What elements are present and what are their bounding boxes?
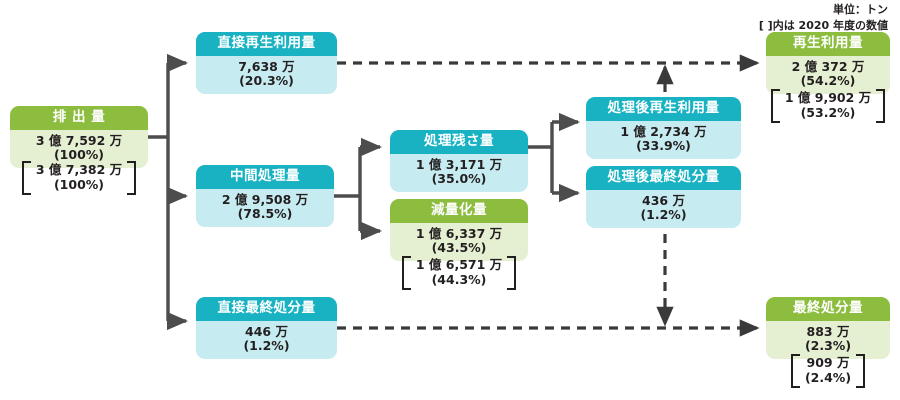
bracket-reduction-prev: 1 億 6,571 万 (44.3%)	[390, 255, 528, 291]
node-direct-recycle-value: 7,638 万	[238, 58, 295, 74]
node-total-recycle-body: 2 億 372 万 (54.2%)	[766, 55, 890, 94]
bracket-total-recycle-prev-percent: (53.2%)	[800, 104, 856, 120]
node-total-final[interactable]: 最終処分量 883 万 (2.3%)	[766, 297, 890, 359]
node-total-final-body: 883 万 (2.3%)	[766, 320, 890, 359]
node-post-final-body: 436 万 (1.2%)	[586, 189, 741, 228]
node-direct-recycle-percent: (20.3%)	[239, 73, 294, 89]
node-reduction-percent: (43.5%)	[431, 240, 487, 256]
node-intermediate-body: 2 億 9,508 万 (78.5%)	[196, 188, 334, 227]
bracket-emission-prev-value: 3 億 7,382 万	[35, 162, 123, 177]
legend-note: [ ]内は 2020 年度の数値	[758, 18, 888, 32]
bracket-total-final-prev-value: 909 万	[806, 355, 850, 370]
node-direct-recycle-body: 7,638 万 (20.3%)	[196, 55, 337, 94]
bracket-total-recycle-prev: 1 億 9,902 万 (53.2%)	[756, 88, 900, 124]
node-intermediate-percent: (78.5%)	[237, 206, 293, 222]
node-emission-title: 排 出 量	[10, 106, 148, 130]
node-reduction[interactable]: 減量化量 1 億 6,337 万 (43.5%)	[390, 199, 528, 261]
legend-unit: 単位：トン	[833, 3, 888, 16]
node-direct-recycle[interactable]: 直接再生利用量 7,638 万 (20.3%)	[196, 32, 337, 94]
node-intermediate-title: 中間処理量	[196, 165, 334, 189]
node-post-recycle-title: 処理後再生利用量	[586, 97, 741, 121]
node-direct-final-value: 446 万	[245, 323, 288, 339]
node-total-final-value: 883 万	[806, 323, 850, 339]
node-emission[interactable]: 排 出 量 3 億 7,592 万 (100%)	[10, 106, 148, 168]
node-residue-title: 処理残さ量	[390, 130, 528, 154]
node-direct-final-title: 直接最終処分量	[196, 297, 337, 321]
node-residue[interactable]: 処理残さ量 1 億 3,171 万 (35.0%)	[390, 130, 528, 192]
node-post-final-value: 436 万	[642, 192, 685, 208]
node-post-final-percent: (1.2%)	[640, 207, 687, 223]
legend: 単位：トン [ ]内は 2020 年度の数値	[759, 2, 888, 34]
node-emission-percent: (100%)	[53, 147, 105, 163]
node-intermediate-value: 2 億 9,508 万	[221, 191, 309, 207]
node-residue-value: 1 億 3,171 万	[415, 156, 503, 172]
node-reduction-body: 1 億 6,337 万 (43.5%)	[390, 222, 528, 261]
node-total-recycle-title: 再生利用量	[766, 32, 890, 56]
bracket-emission-prev-percent: (100%)	[53, 176, 105, 192]
node-post-recycle-percent: (33.9%)	[636, 138, 691, 154]
bracket-emission-prev: 3 億 7,382 万 (100%)	[10, 160, 148, 196]
node-emission-body: 3 億 7,592 万 (100%)	[10, 129, 148, 168]
node-total-final-title: 最終処分量	[766, 297, 890, 321]
node-residue-percent: (35.0%)	[431, 171, 487, 187]
node-reduction-value: 1 億 6,337 万	[415, 225, 503, 241]
node-intermediate[interactable]: 中間処理量 2 億 9,508 万 (78.5%)	[196, 165, 334, 227]
bracket-total-final-prev: 909 万 (2.4%)	[760, 353, 896, 389]
node-total-recycle[interactable]: 再生利用量 2 億 372 万 (54.2%)	[766, 32, 890, 94]
node-direct-final[interactable]: 直接最終処分量 446 万 (1.2%)	[196, 297, 337, 359]
node-direct-recycle-title: 直接再生利用量	[196, 32, 337, 56]
node-post-final-title: 処理後最終処分量	[586, 166, 741, 190]
node-total-recycle-value: 2 億 372 万	[791, 58, 865, 74]
node-residue-body: 1 億 3,171 万 (35.0%)	[390, 153, 528, 192]
node-emission-value: 3 億 7,592 万	[35, 132, 123, 148]
node-post-final[interactable]: 処理後最終処分量 436 万 (1.2%)	[586, 166, 741, 228]
bracket-total-final-prev-percent: (2.4%)	[804, 369, 852, 385]
node-total-final-percent: (2.3%)	[804, 338, 852, 354]
node-post-recycle-value: 1 億 2,734 万	[620, 123, 707, 139]
node-reduction-title: 減量化量	[390, 199, 528, 223]
node-total-recycle-percent: (54.2%)	[800, 73, 856, 89]
node-direct-final-body: 446 万 (1.2%)	[196, 320, 337, 359]
bracket-total-recycle-prev-value: 1 億 9,902 万	[784, 90, 872, 105]
bracket-reduction-prev-value: 1 億 6,571 万	[415, 257, 503, 272]
node-direct-final-percent: (1.2%)	[243, 338, 290, 354]
node-post-recycle-body: 1 億 2,734 万 (33.9%)	[586, 120, 741, 159]
node-post-recycle[interactable]: 処理後再生利用量 1 億 2,734 万 (33.9%)	[586, 97, 741, 159]
bracket-reduction-prev-percent: (44.3%)	[431, 271, 487, 287]
